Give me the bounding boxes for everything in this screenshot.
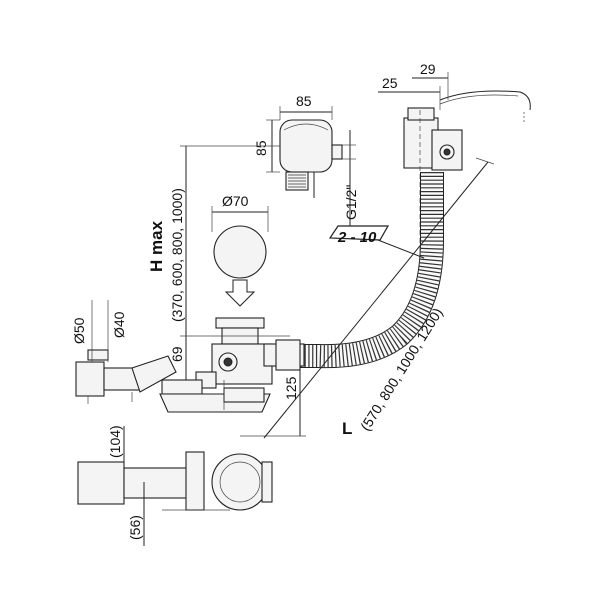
dim-125-text: 125 — [283, 376, 299, 400]
dimension-69: 69 — [169, 335, 290, 380]
dimension-o50: Ø50 — [71, 317, 87, 344]
dimension-125: 125 — [240, 356, 306, 437]
dimension-h-max: H max (370, 600, 800, 1000) — [147, 145, 280, 344]
dim-29-text: 29 — [420, 61, 436, 77]
plug-disc: Ø70 — [211, 193, 269, 307]
h-values-text: (370, 600, 800, 1000) — [169, 188, 185, 322]
outlet-pipe — [75, 300, 177, 404]
dimension-o40: Ø40 — [111, 311, 127, 338]
callout-2-10: 2 - 10 — [328, 225, 425, 259]
dim-2-10-text: 2 - 10 — [337, 229, 377, 246]
dimension-25: 25 — [378, 75, 441, 110]
dim-o50-text: Ø50 — [71, 317, 87, 344]
dimension-29: 29 — [412, 61, 449, 100]
l-label-text: L — [342, 419, 352, 438]
dimension-l: L (570, 800, 1000, 1200) — [263, 157, 495, 439]
h-max-text: H max — [147, 220, 166, 272]
dim-85-top-text: 85 — [296, 93, 312, 109]
dimension-85-width: 85 — [279, 93, 333, 120]
dim-g12-text: G1/2" — [343, 185, 359, 220]
corrugated-hose — [300, 172, 444, 369]
dim-25-text: 25 — [382, 75, 398, 91]
dim-56-text: (56) — [127, 515, 143, 540]
plan-view — [77, 451, 273, 511]
overflow-head — [279, 119, 343, 198]
dimension-56: (56) — [127, 482, 145, 546]
dim-104-text: (104) — [107, 425, 123, 458]
dim-o40-text: Ø40 — [111, 311, 127, 338]
drain-body — [159, 317, 305, 413]
dim-85-side-text: 85 — [253, 140, 269, 156]
dimension-104: (104) — [107, 425, 125, 482]
dim-o70-text: Ø70 — [222, 193, 249, 209]
dimension-g12: G1/2" — [342, 130, 359, 228]
dim-69-text: 69 — [169, 346, 185, 362]
